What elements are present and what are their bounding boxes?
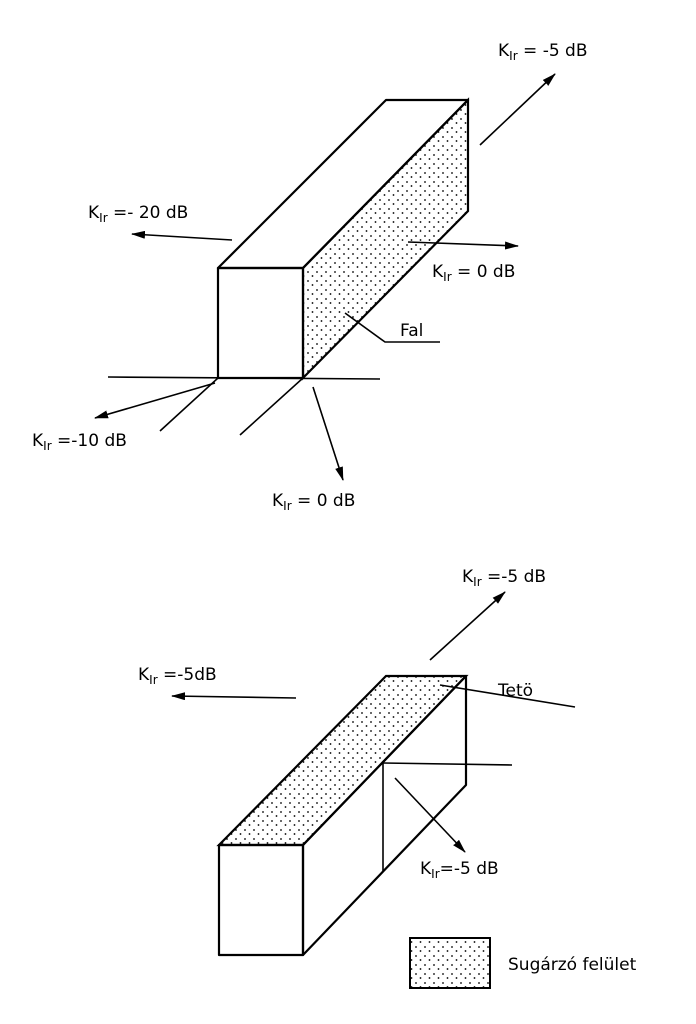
bottom-arrow-lower-right	[394, 777, 466, 853]
bottom-roof-line	[382, 762, 513, 766]
top-diagonal-left	[159, 377, 219, 432]
top-block-side-face-dotted	[301, 97, 470, 381]
top-arrow-left	[131, 230, 233, 241]
legend-swatch	[409, 937, 491, 989]
top-arrow-lower-left	[94, 382, 216, 419]
top-arrow-bottom	[312, 386, 344, 481]
top-block-front-face	[216, 266, 305, 380]
top-ground-line	[107, 376, 381, 380]
top-diagram: KIr = -5 dB KIr =- 20 dB KIr = 0 dB KIr …	[32, 41, 588, 513]
legend-label: Sugárzó felület	[508, 955, 637, 975]
bottom-diagram: KIr =-5 dB KIr =-5dB KIr=-5 dB Tetö	[138, 567, 576, 957]
bottom-arrow-left	[171, 692, 297, 701]
top-label-lower-left: KIr =-10 dB	[32, 431, 127, 453]
top-wall-label: Fal	[400, 321, 423, 341]
bottom-roof-label: Tetö	[497, 681, 533, 701]
top-block	[216, 97, 470, 381]
top-arrow-upper-right	[479, 73, 556, 146]
legend: Sugárzó felület	[409, 937, 637, 989]
bottom-roof-leader	[439, 684, 576, 708]
bottom-block-front-face	[217, 843, 305, 957]
bottom-label-upper-right: KIr =-5 dB	[462, 567, 546, 589]
bottom-arrow-upper-right	[429, 591, 506, 661]
bottom-block	[216, 674, 469, 957]
top-label-side: KIr = 0 dB	[432, 262, 515, 284]
top-label-left: KIr =- 20 dB	[88, 203, 188, 225]
bottom-label-left: KIr =-5dB	[138, 665, 217, 687]
top-label-bottom: KIr = 0 dB	[272, 491, 355, 513]
top-diagonal-right	[239, 377, 304, 436]
bottom-block-top-face-dotted	[216, 674, 469, 847]
top-arrow-side	[407, 241, 519, 250]
top-wall-leader	[344, 312, 440, 343]
top-label-upper-right: KIr = -5 dB	[498, 41, 588, 63]
bottom-label-lower-right: KIr=-5 dB	[420, 859, 499, 881]
